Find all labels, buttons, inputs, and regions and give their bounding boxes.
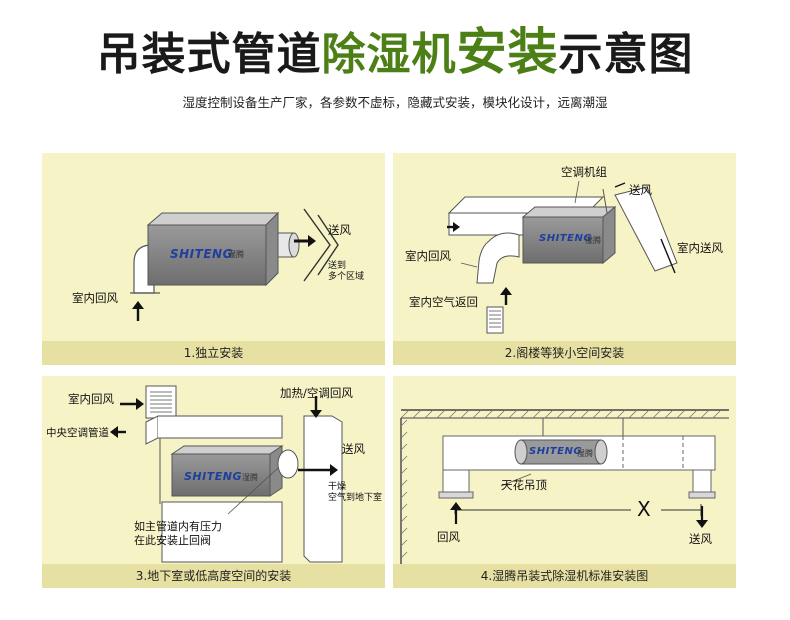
label-air-return: 室内空气返回 xyxy=(409,295,478,309)
label-return-air: 室内回风 xyxy=(405,249,451,263)
brand-logo-cn: 湿腾 xyxy=(242,473,258,482)
label-distance-x: X xyxy=(637,497,651,521)
caption-standalone: 1.独立安装 xyxy=(42,341,385,365)
brand-logo-cn: 湿腾 xyxy=(585,236,601,245)
brand-logo-cn: 湿腾 xyxy=(577,449,593,458)
brand-logo: SHITENG xyxy=(539,233,593,244)
label-supply-air: 送风 xyxy=(689,532,712,546)
label-indoor-supply: 室内送风 xyxy=(677,241,723,255)
caption-standard: 4.湿腾吊装式除湿机标准安装图 xyxy=(393,564,736,588)
standalone-install-diagram xyxy=(130,208,339,321)
panel-standalone-install: SHITENG 湿腾 室内回风 送风 送到 多个区域 1.独立安装 xyxy=(42,153,385,365)
label-dry-air: 干燥 空气到地下室 xyxy=(328,482,383,503)
basement-install-diagram xyxy=(110,385,343,563)
brand-logo: SHITENG xyxy=(170,247,233,261)
label-heat-ac-return: 加热/空调回风 xyxy=(280,386,353,400)
label-valve-note: 如主管道内有压力 在此安装止回阀 xyxy=(134,520,222,547)
caption-attic: 2.阁楼等狭小空间安装 xyxy=(393,341,736,365)
title-part-3: 安装 xyxy=(456,23,559,81)
label-to-areas: 送到 多个区域 xyxy=(328,261,365,282)
panel-standard-install: SHITENG 湿腾 天花吊顶 回风 送风 X 4.湿腾吊装式除湿机标准安装图 xyxy=(393,376,736,588)
label-return-air: 室内回风 xyxy=(68,392,114,406)
title-part-4: 示意图 xyxy=(558,29,694,80)
page-title: 吊装式管道除湿机安装示意图 xyxy=(0,22,790,82)
title-part-1: 吊装式管道 xyxy=(96,29,322,80)
brand-logo: SHITENG xyxy=(184,470,242,483)
subtitle: 湿度控制设备生产厂家，各参数不虚标，隐藏式安装，模块化设计，远离潮湿 xyxy=(182,95,608,110)
label-ac-unit: 空调机组 xyxy=(561,165,607,179)
title-part-2: 除湿机 xyxy=(321,29,457,80)
label-central-duct: 中央空调管道 xyxy=(46,427,109,439)
panel-attic-install: SHITENG 湿腾 空调机组 送风 室内送风 室内回风 室内空气返回 2.阁楼… xyxy=(393,153,736,365)
brand-logo: SHITENG xyxy=(529,446,583,457)
standard-install-diagram xyxy=(400,409,729,564)
label-return-air: 回风 xyxy=(437,530,460,544)
attic-install-diagram xyxy=(447,180,678,334)
label-supply-air: 送风 xyxy=(342,442,365,456)
label-supply-air: 送风 xyxy=(328,223,351,237)
brand-logo-cn: 湿腾 xyxy=(228,250,244,259)
panel-basement-install: SHITENG 湿腾 室内回风 中央空调管道 加热/空调回风 送风 干燥 空气到… xyxy=(42,376,385,588)
label-ceiling: 天花吊顶 xyxy=(501,478,547,492)
label-return-air: 室内回风 xyxy=(72,291,118,305)
label-supply-air: 送风 xyxy=(629,183,652,197)
caption-basement: 3.地下室或低高度空间的安装 xyxy=(42,564,385,588)
